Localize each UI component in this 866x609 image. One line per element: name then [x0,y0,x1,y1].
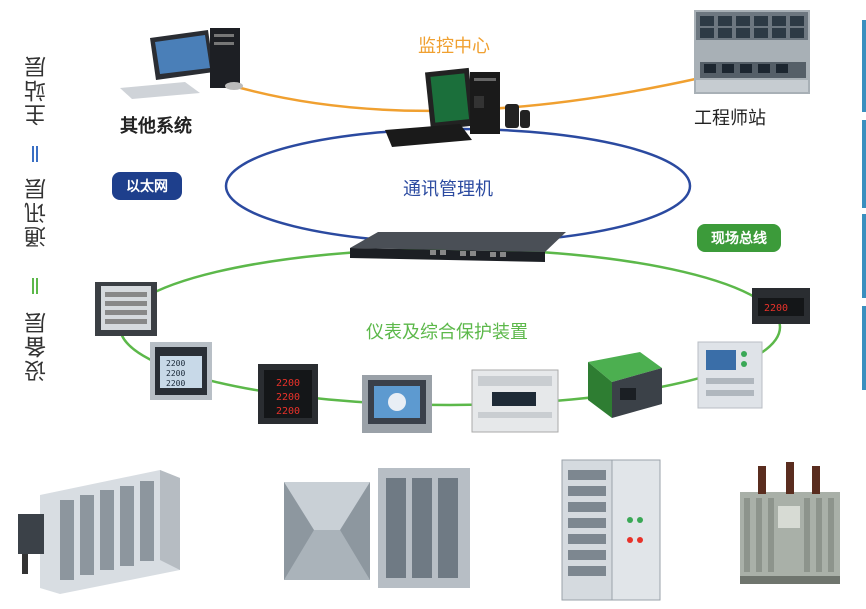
monitoring-center-computer-icon [385,67,530,147]
layer-separator-1 [32,146,38,162]
comm-manager-label: 通讯管理机 [403,179,493,200]
layer-label-communication: 通讯层 [25,176,50,248]
engineer-station-photo [694,10,810,94]
protection-module-icon [588,352,662,418]
meter-2-reading-1: 2200 [166,359,185,368]
other-systems-label: 其他系统 [120,116,192,137]
meter-3-reading-3: 2200 [276,406,300,417]
fieldbus-tag: 现场总线 [697,224,781,252]
power-meter-8-icon [752,288,810,324]
meter-2-reading-2: 2200 [166,369,185,378]
switchgear-room-photo [284,468,470,588]
dc-power-cabinet-photo [561,459,661,601]
transformer-photo [740,462,840,584]
comm-manager-device-icon [350,232,566,262]
power-meter-3-icon [258,364,318,424]
engineer-station-label: 工程师站 [694,108,766,129]
monitoring-center-label: 监控中心 [418,36,490,57]
layer-label-main-station: 主站层 [25,54,50,126]
right-edge-bars [862,20,866,390]
meters-protection-label: 仪表及综合保护装置 [366,322,528,343]
meter-3-reading-1: 2200 [276,378,300,389]
meter-2-reading-3: 2200 [166,379,185,388]
layer-label-device: 设备层 [25,310,50,382]
other-systems-computer-icon [120,28,243,99]
ethernet-tag: 以太网 [112,172,182,200]
power-meter-1-icon [95,282,157,336]
layer-separator-2 [32,278,38,294]
integrated-protection-relay-icon [697,341,763,409]
switchgear-cabinet-photo [18,470,180,594]
power-meter-4-icon [362,375,432,433]
meter-8-reading: 2200 [764,303,788,314]
meter-3-reading-2: 2200 [276,392,300,403]
din-rail-meter-icon [471,369,559,433]
power-meter-2-icon [150,342,212,400]
